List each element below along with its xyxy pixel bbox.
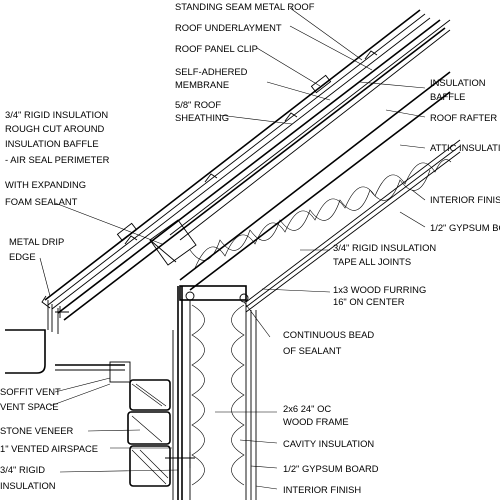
attic-insulation-pattern bbox=[189, 159, 452, 269]
label-vented-airspace: 1" VENTED AIRSPACE bbox=[0, 443, 98, 454]
ceiling-interior-finish bbox=[245, 151, 461, 313]
leader-panel-clip bbox=[256, 47, 321, 87]
label-insulation-baffle-2: BAFFLE bbox=[430, 91, 465, 102]
roof-panel-clips bbox=[116, 74, 332, 242]
sealant-bead-exterior bbox=[185, 291, 195, 301]
metal-drip-edge bbox=[41, 295, 51, 309]
leader-sealant bbox=[243, 301, 271, 338]
label-wood-frame-1: 2x6 24" OC bbox=[283, 403, 331, 414]
leader-standing-seam bbox=[289, 7, 363, 61]
leader-vent-space bbox=[49, 383, 111, 407]
label-stone-veneer: STONE VENEER bbox=[0, 425, 74, 436]
fascia-fastener bbox=[55, 306, 69, 318]
ceiling-gypsum-board bbox=[245, 145, 461, 308]
leader-attic-insulation bbox=[399, 144, 426, 149]
leader-insulation-baffle bbox=[359, 81, 426, 89]
leader-underlayment bbox=[289, 25, 373, 71]
label-rigid-bottom-2: INSULATION bbox=[0, 480, 56, 491]
label-insulation-baffle-1: INSULATION bbox=[430, 77, 486, 88]
gutter bbox=[5, 329, 46, 374]
leader-rigid-baffle bbox=[54, 202, 163, 245]
label-soffit-vent: SOFFIT VENT bbox=[0, 386, 61, 397]
label-interior-finish-bottom: INTERIOR FINISH bbox=[283, 484, 361, 495]
label-rigid-baffle-2: ROUGH CUT AROUND bbox=[5, 123, 105, 134]
leader-rigid-bottom bbox=[59, 469, 179, 473]
label-rigid-baffle-4: - AIR SEAL PERIMETER bbox=[5, 154, 110, 165]
rafter-top-edge bbox=[179, 29, 451, 241]
leader-stone-veneer bbox=[87, 429, 141, 432]
label-furring-2: 16" ON CENTER bbox=[333, 296, 405, 307]
self-adhered-membrane-line bbox=[51, 17, 431, 310]
soffit-blocking bbox=[109, 361, 131, 383]
leader-interior-finish-bottom bbox=[255, 485, 278, 490]
label-sheathing-2: SHEATHING bbox=[175, 112, 229, 123]
leader-interior-finish-top bbox=[411, 189, 426, 201]
insulation-baffle-line bbox=[169, 19, 451, 236]
leader-soffit-vent bbox=[54, 377, 111, 393]
label-roof-rafter: ROOF RAFTER bbox=[430, 112, 497, 123]
label-rigid-baffle-1: 3/4" RIGID INSULATION bbox=[5, 109, 108, 120]
label-rigid-bottom-1: 3/4" RIGID bbox=[0, 464, 45, 475]
roof-assembly bbox=[44, 9, 461, 321]
wall-cavity-insulation-pattern bbox=[191, 304, 245, 486]
label-self-adhered-1: SELF-ADHERED bbox=[175, 66, 248, 77]
label-rigid-tape-2: TAPE ALL JOINTS bbox=[333, 256, 411, 267]
label-sheathing-1: 5/8" ROOF bbox=[175, 99, 221, 110]
label-standing-seam: STANDING SEAM METAL ROOF bbox=[175, 1, 315, 12]
leader-lines bbox=[39, 7, 426, 490]
label-cavity-insulation: CAVITY INSULATION bbox=[283, 438, 374, 449]
leader-metal-drip bbox=[39, 257, 51, 297]
metal-roof-panel bbox=[44, 9, 421, 301]
label-sealant-1: CONTINUOUS BEAD bbox=[283, 329, 374, 340]
roof-sheathing-top bbox=[57, 19, 441, 314]
standing-seam-ribs bbox=[124, 50, 378, 245]
label-vent-space: VENT SPACE bbox=[0, 401, 59, 412]
baffle-drop bbox=[149, 239, 177, 263]
label-roof-underlayment: ROOF UNDERLAYMENT bbox=[175, 22, 282, 33]
label-rigid-tape-1: 3/4" RIGID INSULATION bbox=[333, 242, 436, 253]
label-furring-1: 1x3 WOOD FURRING bbox=[333, 284, 426, 295]
label-metal-drip-2: EDGE bbox=[9, 251, 36, 262]
label-sealant-2: OF SEALANT bbox=[283, 345, 342, 356]
roof-underlayment-line bbox=[47, 13, 426, 306]
label-rigid-baffle-5: WITH EXPANDING bbox=[5, 179, 86, 190]
label-attic-insulation: ATTIC INSULATION bbox=[430, 142, 500, 153]
leader-gypsum-bottom bbox=[250, 465, 278, 469]
label-self-adhered-2: MEMBRANE bbox=[175, 79, 229, 90]
rigid-insulation-at-baffle bbox=[149, 219, 197, 266]
rafter-bottom-edge bbox=[179, 71, 451, 281]
label-metal-drip-1: METAL DRIP bbox=[9, 236, 64, 247]
label-wood-frame-2: WOOD FRAME bbox=[283, 416, 349, 427]
ceiling-furring-line bbox=[189, 91, 451, 291]
leader-roof-rafter bbox=[385, 109, 426, 118]
label-gypsum-top: 1/2" GYPSUM BOARD bbox=[430, 222, 500, 233]
veneer-ties bbox=[165, 452, 195, 468]
leader-furring bbox=[261, 288, 331, 293]
label-interior-finish-top: INTERIOR FINISH bbox=[430, 194, 500, 205]
label-gypsum-bottom: 1/2" GYPSUM BOARD bbox=[283, 463, 379, 474]
roof-sheathing-bottom bbox=[63, 27, 446, 321]
leader-sheathing bbox=[218, 114, 293, 125]
wall-assembly bbox=[55, 285, 257, 500]
label-roof-panel-clip: ROOF PANEL CLIP bbox=[175, 43, 258, 54]
ceiling-rigid-insulation bbox=[245, 139, 461, 303]
label-rigid-baffle-6: FOAM SEALANT bbox=[5, 196, 78, 207]
eave-assembly bbox=[5, 295, 131, 383]
leader-gypsum-top bbox=[399, 211, 426, 228]
leader-membrane bbox=[266, 81, 331, 101]
top-plate bbox=[179, 285, 247, 301]
leader-cavity-insulation bbox=[239, 439, 278, 444]
label-rigid-baffle-3: INSULATION BAFFLE bbox=[5, 138, 99, 149]
